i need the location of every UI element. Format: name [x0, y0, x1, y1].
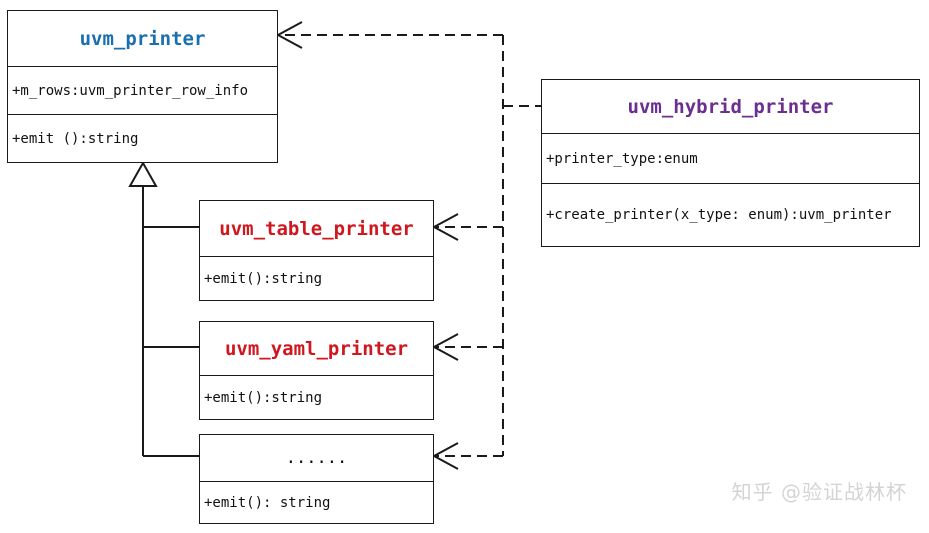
class-method: +emit():string	[200, 375, 433, 419]
class-attribute: +m_rows:uvm_printer_row_info	[8, 66, 277, 114]
class-method: +create_printer(x_type: enum):uvm_printe…	[542, 183, 919, 246]
class-attribute: +printer_type:enum	[542, 133, 919, 183]
inheritance-arrowhead	[128, 160, 158, 187]
class-name: uvm_table_printer	[219, 217, 414, 240]
open-arrowhead-yaml	[431, 333, 459, 361]
class-more-printers: ...... +emit(): string	[199, 434, 434, 524]
class-method: +emit():string	[200, 256, 433, 300]
class-method: +emit(): string	[200, 481, 433, 523]
class-method: +emit ():string	[8, 114, 277, 162]
open-arrowhead-table	[431, 213, 459, 241]
class-name: uvm_hybrid_printer	[627, 95, 834, 118]
class-name: uvm_printer	[79, 27, 206, 50]
class-uvm-table-printer: uvm_table_printer +emit():string	[199, 200, 434, 301]
class-name: uvm_yaml_printer	[224, 337, 409, 360]
open-arrowhead-more	[431, 442, 459, 470]
class-uvm-yaml-printer: uvm_yaml_printer +emit():string	[199, 321, 434, 420]
open-arrowhead-uvm-printer	[275, 21, 303, 49]
class-uvm-hybrid-printer: uvm_hybrid_printer +printer_type:enum +c…	[541, 79, 920, 247]
watermark: 知乎 @验证战林杯	[731, 480, 907, 504]
class-name: ......	[285, 448, 348, 468]
class-uvm-printer: uvm_printer +m_rows:uvm_printer_row_info…	[7, 10, 278, 163]
